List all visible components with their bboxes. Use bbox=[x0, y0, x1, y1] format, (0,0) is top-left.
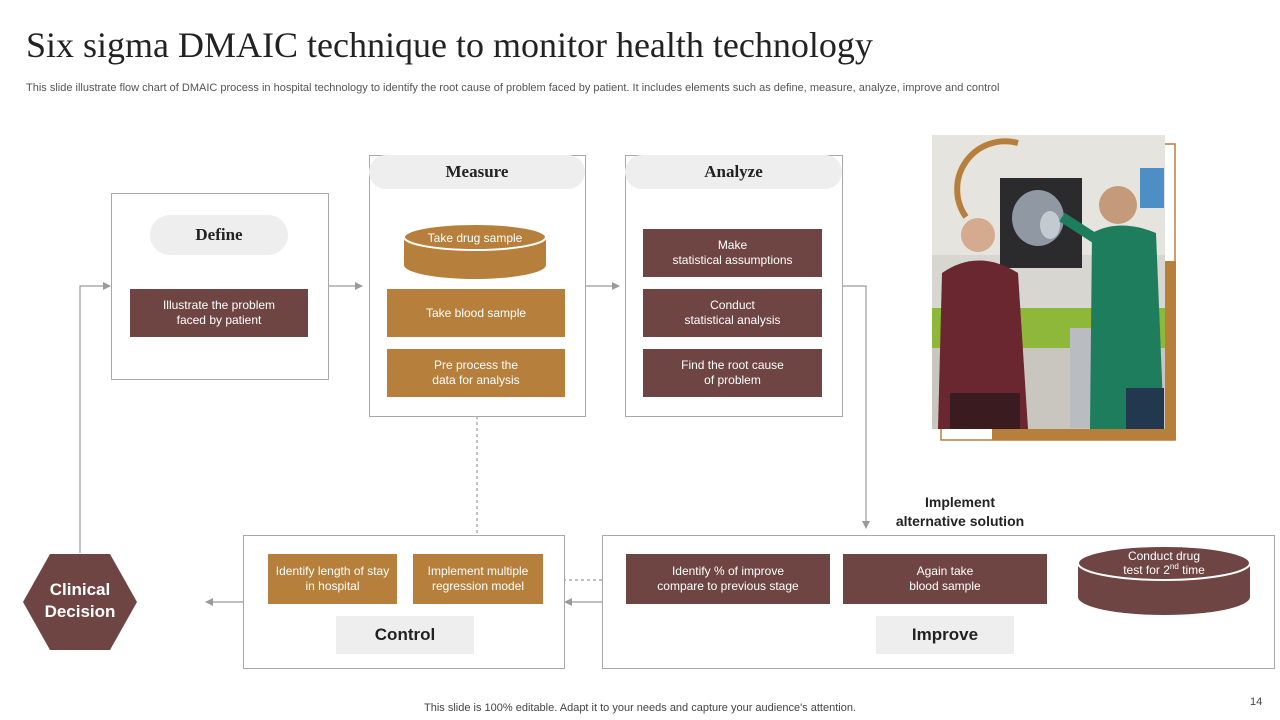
control-step-1: Identify length of stay in hospital bbox=[268, 554, 397, 604]
doctor-xray-photo bbox=[932, 135, 1176, 441]
analyze-label: Analyze bbox=[625, 155, 842, 189]
page-title: Six sigma DMAIC technique to monitor hea… bbox=[26, 25, 873, 65]
control-step-2: Implement multiple regression model bbox=[413, 554, 543, 604]
improve-step-1: Identify % of improve compare to previou… bbox=[626, 554, 830, 604]
analyze-step-2: Conduct statistical analysis bbox=[643, 289, 822, 337]
analyze-step-3: Find the root cause of problem bbox=[643, 349, 822, 397]
measure-label: Measure bbox=[369, 155, 585, 189]
footer-note: This slide is 100% editable. Adapt it to… bbox=[424, 702, 856, 714]
define-label: Define bbox=[150, 215, 288, 255]
improve-cylinder-label: Conduct drug test for 2nd time bbox=[1123, 549, 1205, 577]
improve-drug-test-cylinder-icon bbox=[1077, 545, 1251, 615]
measure-cylinder-label: Take drug sample bbox=[427, 231, 523, 245]
measure-step-1: Take blood sample bbox=[387, 289, 565, 337]
improve-label: Improve bbox=[876, 616, 1014, 654]
analyze-step-1: Make statistical assumptions bbox=[643, 229, 822, 277]
control-label: Control bbox=[336, 616, 474, 654]
clinical-decision-hexagon bbox=[23, 554, 137, 650]
clinical-decision-label: Clinical Decision bbox=[44, 580, 116, 621]
arrow-decision-to-define bbox=[79, 282, 111, 553]
define-step-1: Illustrate the problem faced by patient bbox=[130, 289, 308, 337]
page-number: 14 bbox=[1250, 696, 1263, 708]
arrow-analyze-to-improve bbox=[842, 285, 870, 529]
measure-step-2: Pre process the data for analysis bbox=[387, 349, 565, 397]
implement-alternative-label: Implement alternative solution bbox=[895, 494, 1025, 529]
measure-drug-cylinder-icon bbox=[403, 223, 547, 279]
improve-step-2: Again take blood sample bbox=[843, 554, 1047, 604]
page-subtitle: This slide illustrate flow chart of DMAI… bbox=[26, 82, 1000, 94]
